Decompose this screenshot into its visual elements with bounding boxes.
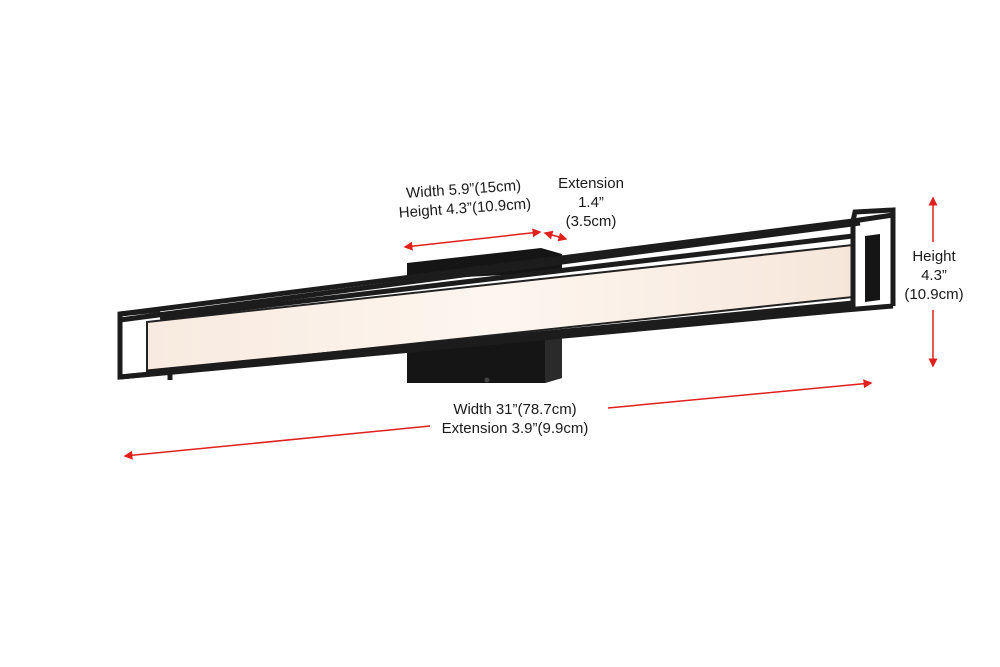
end-cap-mount xyxy=(865,234,880,302)
extension-text: Extension 3.9”(9.9cm) xyxy=(441,420,589,437)
extension-inches: 1.4” xyxy=(578,194,604,211)
backplate-width-arrow xyxy=(403,228,542,251)
extension-title: Extension xyxy=(558,175,624,192)
height-cm: (10.9cm) xyxy=(904,286,964,303)
height-inches: 4.3” xyxy=(921,267,947,284)
extension-cm: (3.5cm) xyxy=(565,213,617,230)
fixture-height-label: Height 4.3” (10.9cm) xyxy=(898,247,970,304)
width-arrow-right xyxy=(607,379,873,409)
width-text: Width 31”(78.7cm) xyxy=(453,401,577,418)
height-title: Height xyxy=(912,248,956,265)
width-arrow-left xyxy=(123,425,431,460)
backplate-extension-arrow xyxy=(543,230,568,242)
fixture-width-label: Width 31”(78.7cm) Extension 3.9”(9.9cm) xyxy=(425,400,605,438)
backplate-extension-label: Extension 1.4” (3.5cm) xyxy=(552,174,630,231)
dimension-lines xyxy=(123,196,938,460)
metal-frame xyxy=(117,207,896,380)
